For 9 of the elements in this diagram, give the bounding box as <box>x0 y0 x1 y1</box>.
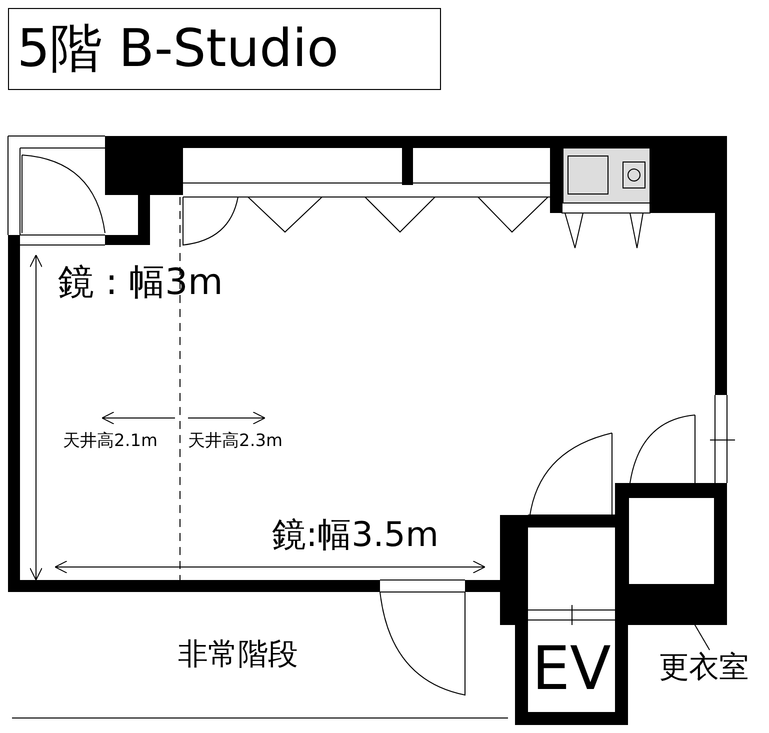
dimension-label: 鏡:幅3.5m <box>272 518 439 552</box>
dimension-label: 鏡 : 幅3m <box>58 265 223 301</box>
changing-room <box>628 497 715 585</box>
room-label: 更衣室 <box>648 650 760 686</box>
ceiling-height-label: 天井高2.1m <box>63 433 158 450</box>
area-label: 非常階段 <box>178 640 298 670</box>
title-box: 5階 B-Studio <box>8 8 441 90</box>
ceiling-height-label: 天井高2.3m <box>188 433 283 450</box>
elevator-shaft: EV <box>528 625 615 712</box>
